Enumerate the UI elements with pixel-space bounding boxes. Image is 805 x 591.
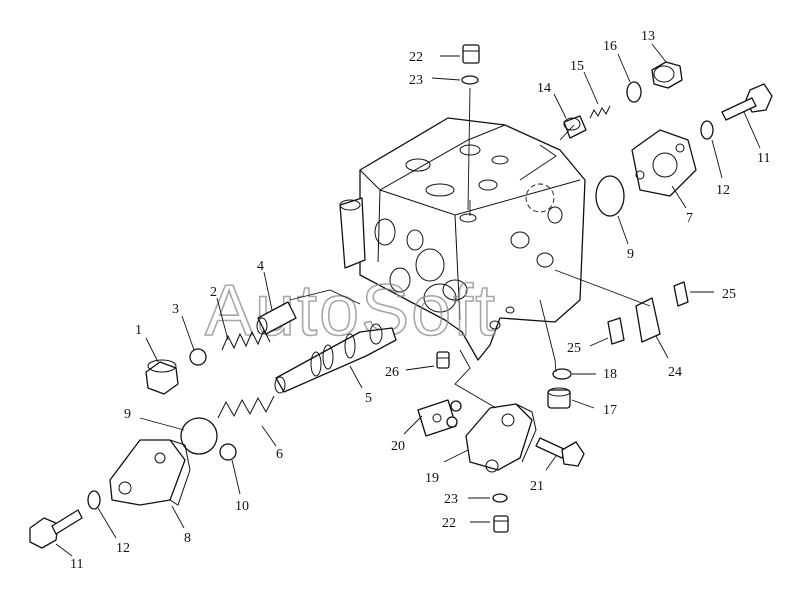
plug-17 xyxy=(547,387,571,409)
assembly-lines xyxy=(289,124,651,409)
spool-5 xyxy=(274,323,397,394)
washer-12-right xyxy=(700,120,714,140)
cover-8 xyxy=(109,439,191,506)
callout-c22b: 22 xyxy=(442,516,456,531)
plug-14 xyxy=(563,115,587,139)
callout-c2: 2 xyxy=(210,285,217,300)
plug-22-top xyxy=(462,44,480,64)
spring-15 xyxy=(589,105,611,119)
callout-c1: 1 xyxy=(135,323,142,338)
o-ring-18 xyxy=(552,368,572,380)
spring-6 xyxy=(217,395,275,419)
callout-c19: 19 xyxy=(425,471,439,486)
callout-c12a: 12 xyxy=(116,541,130,556)
callout-c23a: 23 xyxy=(409,73,423,88)
piston-4 xyxy=(256,301,297,335)
callout-c6: 6 xyxy=(276,447,283,462)
callout-c9a: 9 xyxy=(124,407,131,422)
callout-c26: 26 xyxy=(385,365,399,380)
o-ring-10 xyxy=(219,443,237,461)
leader-lines xyxy=(55,43,761,557)
o-ring-23-bottom xyxy=(492,493,508,503)
seal-set-20 xyxy=(417,399,462,437)
callout-c23b: 23 xyxy=(444,492,458,507)
callout-c5: 5 xyxy=(365,391,372,406)
o-ring-3 xyxy=(189,348,207,366)
o-ring-23-top xyxy=(461,75,479,85)
callout-c24: 24 xyxy=(668,365,682,380)
spring-2 xyxy=(221,328,271,351)
plug-13 xyxy=(651,61,683,89)
callout-c10: 10 xyxy=(235,499,249,514)
valve-body xyxy=(339,117,586,361)
callout-c3: 3 xyxy=(172,302,179,317)
cover-7 xyxy=(631,129,697,197)
callout-c21: 21 xyxy=(530,479,544,494)
callout-c16: 16 xyxy=(603,39,617,54)
callout-c15: 15 xyxy=(570,59,584,74)
cover-19 xyxy=(465,403,537,473)
callout-c11a: 11 xyxy=(70,557,83,572)
bolt-11-left xyxy=(29,509,83,549)
callout-c9b: 9 xyxy=(627,247,634,262)
callout-c25a: 25 xyxy=(567,341,581,356)
plug-22-bottom xyxy=(493,515,509,533)
callout-c22a: 22 xyxy=(409,50,423,65)
callout-c17: 17 xyxy=(603,403,617,418)
callout-c12b: 12 xyxy=(716,183,730,198)
o-ring-9-left xyxy=(180,417,218,455)
callout-c4: 4 xyxy=(257,259,264,274)
plug-1 xyxy=(145,359,179,395)
callout-c25b: 25 xyxy=(722,287,736,302)
callout-c20: 20 xyxy=(391,439,405,454)
bolt-21 xyxy=(535,437,585,467)
callout-c7: 7 xyxy=(686,211,693,226)
bolt-11-right xyxy=(721,83,773,121)
washer-12-left xyxy=(87,490,101,510)
gasket-25-lower xyxy=(607,317,625,345)
o-ring-9-right xyxy=(595,175,625,217)
o-ring-16 xyxy=(626,81,642,103)
callout-c8: 8 xyxy=(184,531,191,546)
callout-c14: 14 xyxy=(537,81,551,96)
callout-c11b: 11 xyxy=(757,151,770,166)
gasket-24 xyxy=(635,297,661,343)
axis-top xyxy=(467,87,471,211)
callout-c13: 13 xyxy=(641,29,655,44)
gasket-25-upper xyxy=(673,281,689,307)
plug-26 xyxy=(436,351,450,369)
callout-labels: 1 2 3 4 5 6 7 8 9 9 10 11 11 12 12 13 14… xyxy=(70,29,770,572)
callout-c18: 18 xyxy=(603,367,617,382)
